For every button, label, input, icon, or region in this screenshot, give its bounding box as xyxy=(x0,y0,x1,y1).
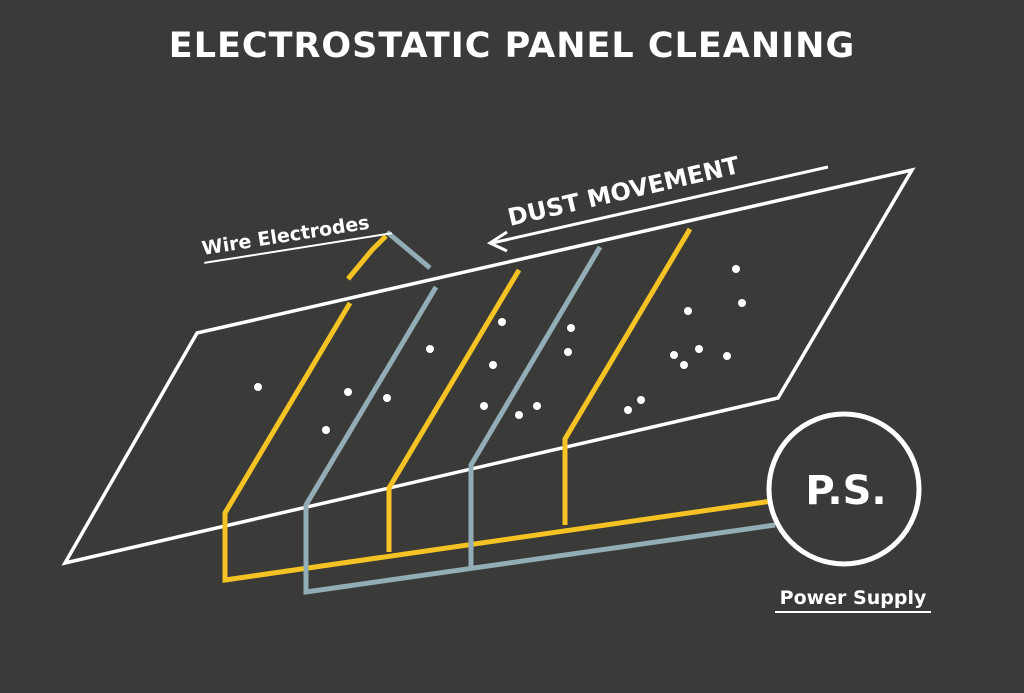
blue-wire-lead xyxy=(385,230,432,270)
dust-particle xyxy=(254,383,262,391)
diagram-title: ELECTROSTATIC PANEL CLEANING xyxy=(169,26,855,66)
dust-particle xyxy=(680,361,688,369)
blue-electrode-wire xyxy=(468,245,603,570)
blue-electrode-wire xyxy=(303,285,776,595)
dust-particle xyxy=(732,265,740,273)
yellow-electrode-wire xyxy=(562,227,693,525)
arrow-head-icon xyxy=(486,230,508,253)
dust-particle xyxy=(624,406,632,414)
power-supply-label: Power Supply xyxy=(780,587,927,609)
dust-particle xyxy=(322,426,330,434)
yellow-electrode-wire xyxy=(222,301,773,583)
dust-particle xyxy=(383,394,391,402)
dust-particle xyxy=(515,411,523,419)
yellow-electrode-wire xyxy=(386,268,522,552)
dust-particle xyxy=(480,402,488,410)
dust-particle xyxy=(637,396,645,404)
dust-particle xyxy=(489,361,497,369)
power-supply-circle xyxy=(766,411,922,567)
dust-particle xyxy=(567,324,575,332)
dust-movement-arrow xyxy=(491,165,829,245)
dust-movement-label: DUST MOVEMENT xyxy=(505,151,743,232)
dust-particles xyxy=(254,265,746,434)
dust-particle xyxy=(723,352,731,360)
yellow-wire-lead xyxy=(346,234,388,281)
label-underline xyxy=(204,232,393,264)
dust-particle xyxy=(670,351,678,359)
solar-panel-outline xyxy=(61,167,916,566)
wire-electrodes-callout: Wire Electrodes xyxy=(200,212,393,264)
power-supply: P.S. Power Supply xyxy=(766,411,931,613)
dust-particle xyxy=(498,318,506,326)
dust-particle xyxy=(695,345,703,353)
blue-wire-electrodes xyxy=(303,230,776,595)
dust-particle xyxy=(426,345,434,353)
yellow-wire-electrodes xyxy=(222,227,773,583)
power-supply-abbreviation: P.S. xyxy=(805,468,886,514)
dust-particle xyxy=(533,402,541,410)
dust-particle xyxy=(684,307,692,315)
dust-particle xyxy=(564,348,572,356)
wire-electrodes-label: Wire Electrodes xyxy=(200,212,371,260)
dust-particle xyxy=(344,388,352,396)
dust-particle xyxy=(738,299,746,307)
